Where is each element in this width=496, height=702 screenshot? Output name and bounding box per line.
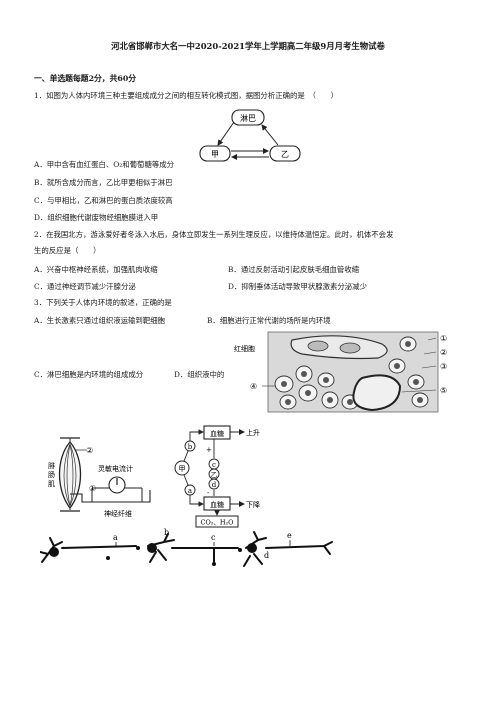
jia-label: 甲 bbox=[211, 150, 219, 159]
tissue-mark-4: ④ bbox=[250, 382, 257, 391]
tissue-mark-2: ② bbox=[440, 348, 447, 357]
lymph-box bbox=[231, 109, 265, 126]
tissue-micrograph: 红细胞 ① ② ③ ④ ⑤ bbox=[232, 330, 464, 414]
tissue-mark-1: ① bbox=[440, 334, 447, 343]
q3-stem: 3．下列关于人体内环境的叙述，正确的是 bbox=[34, 298, 172, 307]
muscle-label-3: 肌 bbox=[48, 480, 55, 488]
q2-stem-line2: 生的反应是（ ） bbox=[34, 246, 101, 255]
nerve-fiber-line bbox=[70, 490, 151, 503]
co2-h2o-box bbox=[195, 515, 239, 528]
muscle-label-1: 腓 bbox=[48, 461, 55, 470]
q2-option-d: D．抑制垂体活动导致甲状腺激素分泌减少 bbox=[228, 282, 367, 291]
muscle-label-2: 肠 bbox=[48, 470, 55, 479]
page-title: 河北省邯郸市大名一中2020-2021学年上学期高二年级9月月考生物试卷 bbox=[111, 41, 385, 51]
lymph-vessel bbox=[352, 374, 402, 412]
q2-stem-line1: 2．在我国北方，游泳爱好者冬泳入水后，身体立即发生一系列生理反应，以维持体温恒定… bbox=[34, 230, 394, 239]
neuron-mark-a: a bbox=[113, 533, 118, 542]
mark-b: b bbox=[188, 443, 193, 451]
q1-option-b: B．就所含成分而言，乙比甲更相似于淋巴 bbox=[34, 178, 173, 187]
q1-option-c: C．与甲相比，乙和淋巴的蛋白质浓度较高 bbox=[34, 196, 173, 205]
fall-label: 下降 bbox=[246, 500, 260, 509]
yi-box bbox=[269, 145, 301, 162]
nerve-fiber-label: 神经纤维 bbox=[104, 509, 132, 518]
muscle-mark-2: ② bbox=[86, 446, 93, 455]
jia-box bbox=[199, 145, 231, 162]
arrow-lymph-to-jia bbox=[217, 121, 235, 146]
yi-label: 乙 bbox=[281, 150, 289, 159]
jia-circle-label: 甲 bbox=[179, 465, 186, 473]
q1-option-d: D．组织细胞代谢废物经细胞膜进入甲 bbox=[34, 213, 159, 222]
neuron-mark-d: d bbox=[264, 551, 269, 560]
neuron-mark-b: b bbox=[164, 528, 169, 537]
q3-option-d: D．组织液中的 bbox=[174, 370, 225, 379]
q1-conversion-diagram: 淋巴 甲 乙 bbox=[199, 109, 301, 162]
muscle-mark-1: ① bbox=[89, 484, 96, 493]
q3-option-c: C．淋巴细胞是内环境的组成成分 bbox=[34, 370, 144, 379]
plus-sign: + bbox=[206, 446, 212, 454]
rise-label: 上升 bbox=[246, 428, 260, 437]
mark-d: d bbox=[212, 481, 217, 489]
neuron-mark-c: c bbox=[211, 533, 216, 542]
muscle-shape bbox=[58, 441, 82, 510]
q2-option-b: B．通过反射活动引起皮肤毛细血管收缩 bbox=[228, 265, 360, 274]
q3-option-b: B．细胞进行正常代谢的场所是内环境 bbox=[207, 316, 331, 325]
q1-stem: 1．如图为人体内环境三种主要组成成分之间的相互转化模式图，据图分析正确的是 （ … bbox=[34, 91, 339, 100]
mark-a: a bbox=[188, 487, 192, 495]
muscle-nerve-figure: ② 腓 肠 肌 ① 灵敏电流计 神经纤维 bbox=[48, 437, 151, 518]
q2-option-c: C．通过神经调节减少汗腺分泌 bbox=[34, 282, 136, 291]
arrow-yi-to-lymph bbox=[261, 124, 279, 146]
minus-sign: - bbox=[207, 489, 210, 497]
yi-circle-label: 乙 bbox=[211, 471, 218, 479]
q1-option-a: A．甲中含有血红蛋白、O₂和葡萄糖等成分 bbox=[34, 160, 175, 169]
tissue-mark-3: ③ bbox=[440, 362, 447, 371]
neuron-mark-e: e bbox=[287, 531, 292, 540]
co2-h2o-label: CO₂、H₂O bbox=[200, 519, 233, 527]
section-heading: 一、单选题每题2分，共60分 bbox=[34, 74, 137, 83]
q2-option-a: A．兴奋中枢神经系统，加强肌肉收缩 bbox=[34, 265, 158, 274]
q3-option-a: A．生长激素只通过组织液运输到靶细胞 bbox=[34, 316, 165, 325]
tissue-mark-5: ⑤ bbox=[440, 386, 447, 395]
blood-sugar-label-top: 血糖 bbox=[210, 429, 224, 438]
lymph-label: 淋巴 bbox=[240, 113, 256, 123]
glucose-regulation-figure: 血糖 上升 b 甲 a c d + - 乙 血糖 下降 CO₂、H₂O bbox=[174, 425, 260, 528]
blood-sugar-label-bottom: 血糖 bbox=[210, 500, 224, 509]
mark-c: c bbox=[212, 461, 216, 469]
tissue-label-rbc: 红细胞 bbox=[234, 344, 255, 353]
neuron-chain-figure: a b c d e bbox=[40, 528, 333, 567]
galvanometer-label: 灵敏电流计 bbox=[98, 464, 133, 473]
